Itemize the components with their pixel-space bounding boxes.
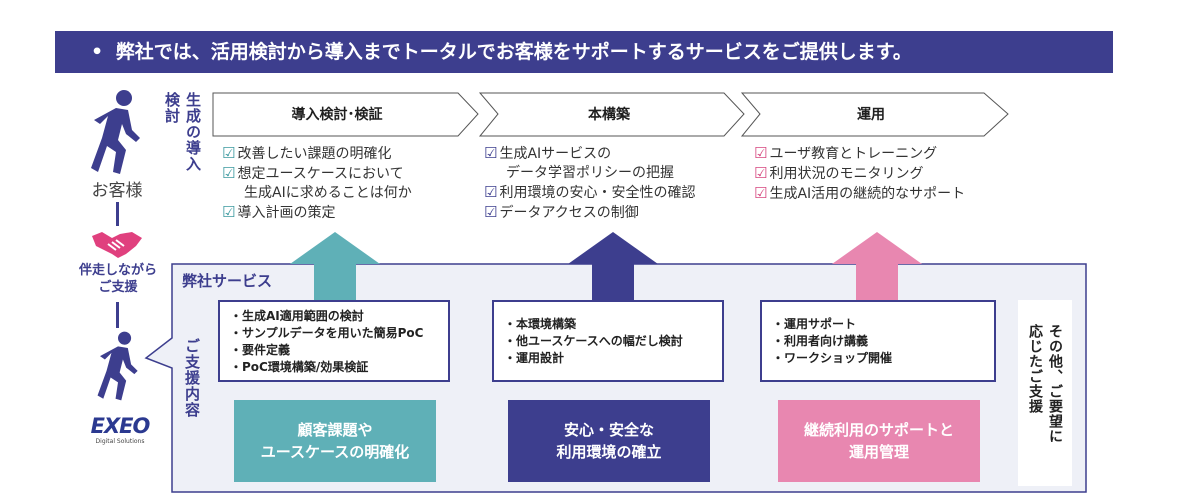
- handshake-icon: [92, 232, 142, 258]
- banner-bullet: •: [91, 41, 104, 63]
- support-label: 伴走しながら ご支援: [70, 262, 166, 296]
- checkbox-icon: ☑: [754, 184, 768, 202]
- services-side-label: ご支援内容: [183, 338, 201, 418]
- checkbox-icon: ☑: [222, 144, 236, 162]
- customer-person-icon: [91, 90, 140, 174]
- outcome-box-3: 継続利用のサポートと 運用管理: [778, 400, 980, 482]
- arrow-up-1: [290, 232, 380, 304]
- phase-title-3: 運用: [857, 107, 885, 123]
- list-item: ☑利用環境の安心・安全性の確認: [484, 183, 696, 201]
- list-item: ・他ユースケースへの幅だし検討: [504, 334, 683, 348]
- exeo-logo: EXEO: [90, 414, 151, 438]
- list-item: ☑生成AI活用の継続的なサポート: [754, 184, 966, 202]
- phase-title-2: 本構築: [588, 107, 630, 123]
- checkbox-icon: ☑: [754, 164, 768, 182]
- list-item: ☑利用状況のモニタリング: [754, 164, 924, 182]
- list-item: データ学習ポリシーの把握: [506, 165, 674, 181]
- checkbox-icon: ☑: [484, 183, 498, 201]
- connector-line-top: [116, 202, 119, 226]
- list-item: ・サンプルデータを用いた簡易PoC: [230, 326, 424, 340]
- other-support-text: その他、ご要望に応じたご支援: [1027, 324, 1063, 444]
- outcome-box-1: 顧客課題や ユースケースの明確化: [234, 400, 436, 482]
- list-item: 生成AIに求めることは何か: [244, 185, 412, 201]
- phase-3-checklist: ☑ユーザ教育とトレーニング ☑利用状況のモニタリング ☑生成AI活用の継続的なサ…: [754, 144, 1014, 204]
- service-box-2: ・本環境構築 ・他ユースケースへの幅だし検討 ・運用設計: [492, 300, 724, 382]
- exeo-logo-sub: Digital Solutions: [95, 438, 145, 445]
- checkbox-icon: ☑: [754, 144, 768, 162]
- service-box-3: ・運用サポート ・利用者向け講義 ・ワークショップ開催: [760, 300, 996, 382]
- banner-text: 弊社では、活用検討から導入までトータルでお客様をサポートするサービスをご提供しま…: [115, 41, 912, 63]
- outcome-box-2: 安心・安全な 利用環境の確立: [508, 400, 710, 482]
- list-item: ・利用者向け講義: [772, 334, 869, 348]
- support-label-line1: 伴走しながら: [78, 263, 157, 278]
- checkbox-icon: ☑: [222, 164, 236, 182]
- list-item: ☑生成AIサービスの: [484, 144, 612, 162]
- list-item: ・本環境構築: [504, 317, 577, 331]
- list-item: ☑改善したい課題の明確化: [222, 144, 392, 162]
- arrow-up-3: [832, 232, 922, 304]
- list-item: ☑想定ユースケースにおいて: [222, 164, 404, 182]
- services-title: 弊社サービス: [182, 272, 273, 290]
- title-banner: • 弊社では、活用検討から導入までトータルでお客様をサポートするサービスをご提供…: [55, 31, 1113, 73]
- phase-2-checklist: ☑生成AIサービスの データ学習ポリシーの把握 ☑利用環境の安心・安全性の確認 …: [484, 144, 744, 223]
- checkbox-icon: ☑: [484, 144, 498, 162]
- phase-chevron-3: [740, 92, 1009, 137]
- phase-chevrons: [212, 92, 1009, 137]
- list-item: ・生成AI適用範囲の検討: [230, 309, 364, 323]
- phase-chevron-2: [478, 92, 745, 137]
- phase-title-1: 導入検討･検証: [291, 107, 383, 123]
- list-item: ・ワークショップ開催: [772, 351, 893, 365]
- arrow-up-2: [568, 232, 658, 304]
- list-item: ・要件定義: [230, 343, 291, 357]
- list-item: ・運用設計: [504, 351, 565, 365]
- list-item: ☑導入計画の策定: [222, 203, 336, 221]
- service-box-1: ・生成AI適用範囲の検討 ・サンプルデータを用いた簡易PoC ・要件定義 ・Po…: [218, 300, 450, 382]
- company-person-icon: [97, 331, 138, 401]
- customer-side-label: 生成の導入検討: [163, 92, 202, 172]
- list-item: ・PoC環境構築/効果検証: [230, 360, 369, 374]
- phase-chevron-1: [212, 92, 479, 137]
- checkbox-icon: ☑: [484, 203, 498, 221]
- list-item: ☑ユーザ教育とトレーニング: [754, 144, 938, 162]
- connector-line-bottom: [116, 302, 119, 328]
- phase-1-checklist: ☑改善したい課題の明確化 ☑想定ユースケースにおいて 生成AIに求めることは何か…: [222, 144, 462, 223]
- support-label-line2: ご支援: [98, 280, 138, 295]
- list-item: ☑データアクセスの制御: [484, 203, 639, 221]
- customer-label: お客様: [91, 181, 143, 201]
- list-item: ・運用サポート: [772, 317, 857, 331]
- checkbox-icon: ☑: [222, 203, 236, 221]
- other-support-box: その他、ご要望に応じたご支援: [1018, 300, 1072, 486]
